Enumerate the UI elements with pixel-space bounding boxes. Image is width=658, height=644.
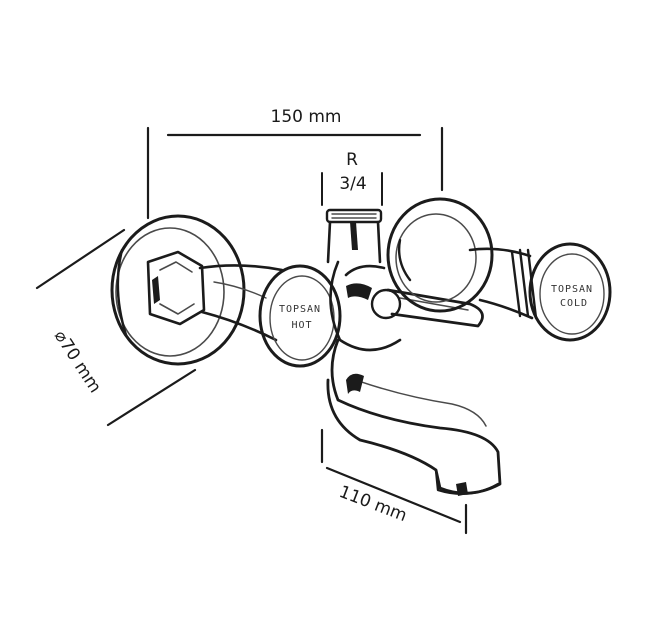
- inlet-thread-lines: [331, 213, 377, 219]
- spout-shadow: [346, 373, 364, 394]
- right-arm-bottom: [478, 298, 534, 320]
- diameter-label: ⌀70 mm: [50, 327, 105, 397]
- cold-handle-cap: [528, 242, 612, 342]
- hot-handle-label: HOT: [291, 320, 312, 331]
- left-hex-nut-shadow: [152, 276, 160, 304]
- right-arm: [468, 247, 538, 320]
- left-arm-highlight: [213, 281, 267, 299]
- diameter-ext-bottom: [106, 368, 197, 427]
- cold-handle-label: COLD: [560, 298, 588, 309]
- left-arm: [198, 264, 284, 342]
- diameter-dimension: ⌀70 mm: [35, 228, 197, 427]
- right-arm-top: [468, 247, 532, 258]
- left-flange-rim-shade: [116, 248, 128, 337]
- center-block: [329, 260, 402, 352]
- center-collar: [344, 264, 386, 277]
- width-label: 150 mm: [271, 107, 342, 127]
- spout-label: 110 mm: [336, 482, 409, 526]
- spout-highlight: [349, 377, 487, 427]
- spout-aerator: [456, 482, 468, 496]
- hot-handle-cap: [258, 264, 342, 368]
- diameter-ext-top: [35, 228, 126, 290]
- center-body: [325, 208, 484, 352]
- right-flange-shade: [397, 238, 412, 282]
- left-hex-nut-detail: [159, 261, 195, 315]
- spout-body: [326, 338, 502, 495]
- cold-handle: TOPSAN COLD: [528, 242, 612, 342]
- right-flange-inner: [395, 213, 477, 303]
- inlet-neck: [326, 220, 382, 264]
- spout: [326, 338, 502, 496]
- inlet-shadow: [350, 222, 358, 250]
- cold-handle-cap-inner: [539, 253, 605, 335]
- thread-dimension: R 3/4: [321, 150, 383, 206]
- width-dimension: 150 mm: [146, 107, 444, 220]
- left-wall-flange: [110, 214, 246, 366]
- inlet-thread-top: [325, 208, 383, 224]
- thread-label-top: R: [346, 150, 358, 170]
- left-flange-inner: [115, 227, 225, 357]
- diverter-pivot: [370, 288, 402, 320]
- hot-handle-cap-inner: [269, 275, 335, 361]
- thread-label-bottom: 3/4: [339, 174, 366, 194]
- hot-handle-brand: TOPSAN: [279, 304, 321, 315]
- right-wall-flange: [386, 197, 494, 313]
- center-block-shadow: [346, 283, 372, 300]
- spout-dimension: 110 mm: [320, 428, 468, 535]
- right-flange-outer: [386, 197, 494, 313]
- diverter-lever: [386, 288, 484, 328]
- cold-handle-brand: TOPSAN: [551, 284, 593, 295]
- spout-dim-line: [325, 466, 462, 524]
- left-arm-top: [198, 264, 284, 272]
- left-hex-nut: [146, 250, 206, 326]
- left-arm-bottom: [200, 310, 278, 342]
- hot-handle: TOPSAN HOT: [258, 264, 342, 368]
